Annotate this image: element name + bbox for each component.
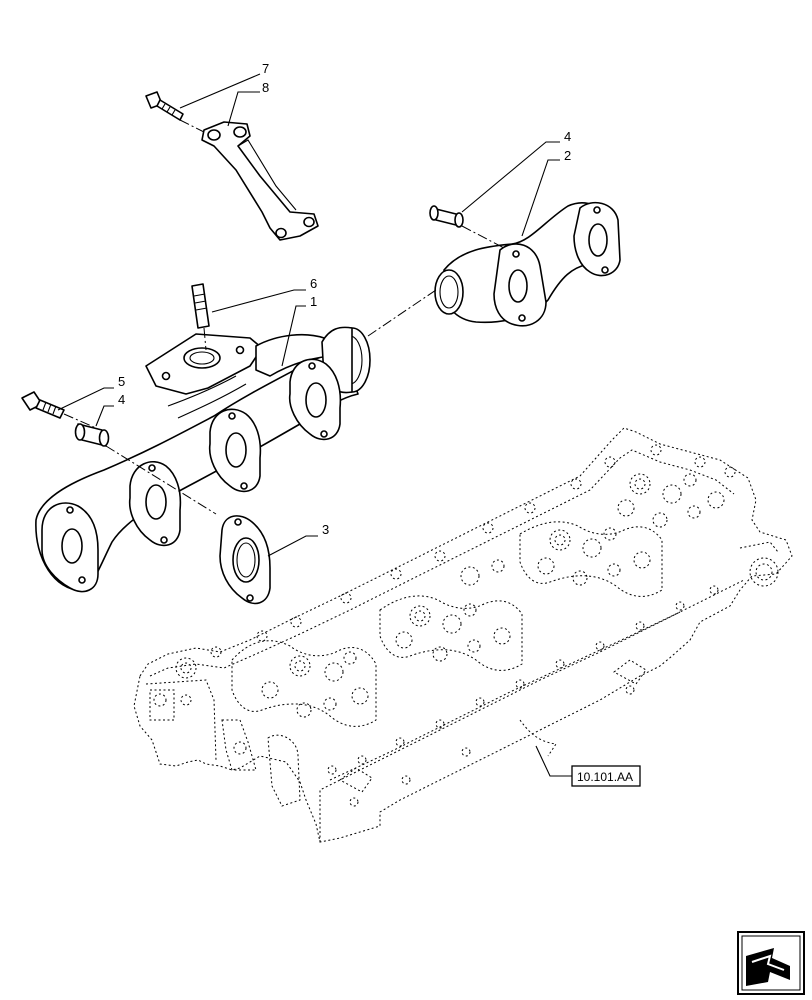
callout-6: 6 bbox=[310, 276, 317, 291]
stud-part-6 bbox=[191, 283, 210, 329]
callout-8: 8 bbox=[262, 80, 269, 95]
callout-4-upper: 4 bbox=[564, 129, 571, 144]
spacer-part-4-upper bbox=[429, 205, 464, 228]
gasket-part-3 bbox=[219, 515, 271, 605]
reference-label: 10.101.AA bbox=[577, 770, 633, 784]
support-bracket-part-8 bbox=[201, 121, 319, 241]
callout-2: 2 bbox=[564, 148, 571, 163]
callout-7: 7 bbox=[262, 61, 269, 76]
leader-lines bbox=[57, 73, 572, 777]
assembly-center-lines bbox=[63, 119, 505, 515]
bolt-part-7 bbox=[145, 91, 184, 121]
reference-box[interactable]: 10.101.AA bbox=[571, 765, 641, 787]
callout-4-lower: 4 bbox=[118, 392, 125, 407]
callout-3: 3 bbox=[322, 522, 329, 537]
cylinder-head-reference-10-101-aa bbox=[133, 427, 793, 843]
callout-5: 5 bbox=[118, 374, 125, 389]
callout-labels: 7 8 4 2 6 1 5 4 3 bbox=[118, 61, 571, 537]
bolt-part-5 bbox=[21, 391, 65, 419]
next-page-arrow-icon[interactable] bbox=[737, 931, 805, 995]
callout-1: 1 bbox=[310, 294, 317, 309]
exhaust-manifold-part-1 bbox=[35, 326, 371, 593]
spacer-part-4-lower bbox=[74, 423, 110, 447]
exhaust-elbow-part-2 bbox=[434, 201, 621, 327]
